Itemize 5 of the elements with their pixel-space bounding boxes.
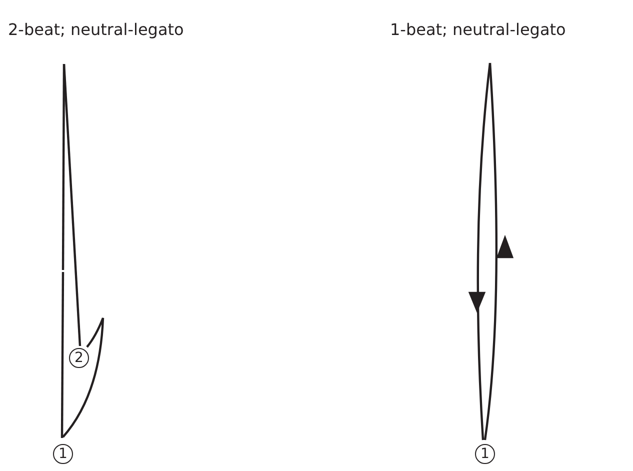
beat-number: 1	[475, 444, 495, 464]
pattern-title: 2-beat; neutral-legato	[8, 20, 184, 40]
pattern-title: 1-beat; neutral-legato	[390, 20, 566, 40]
beat-number: 2	[69, 348, 89, 368]
beat-number: 1	[53, 444, 73, 464]
